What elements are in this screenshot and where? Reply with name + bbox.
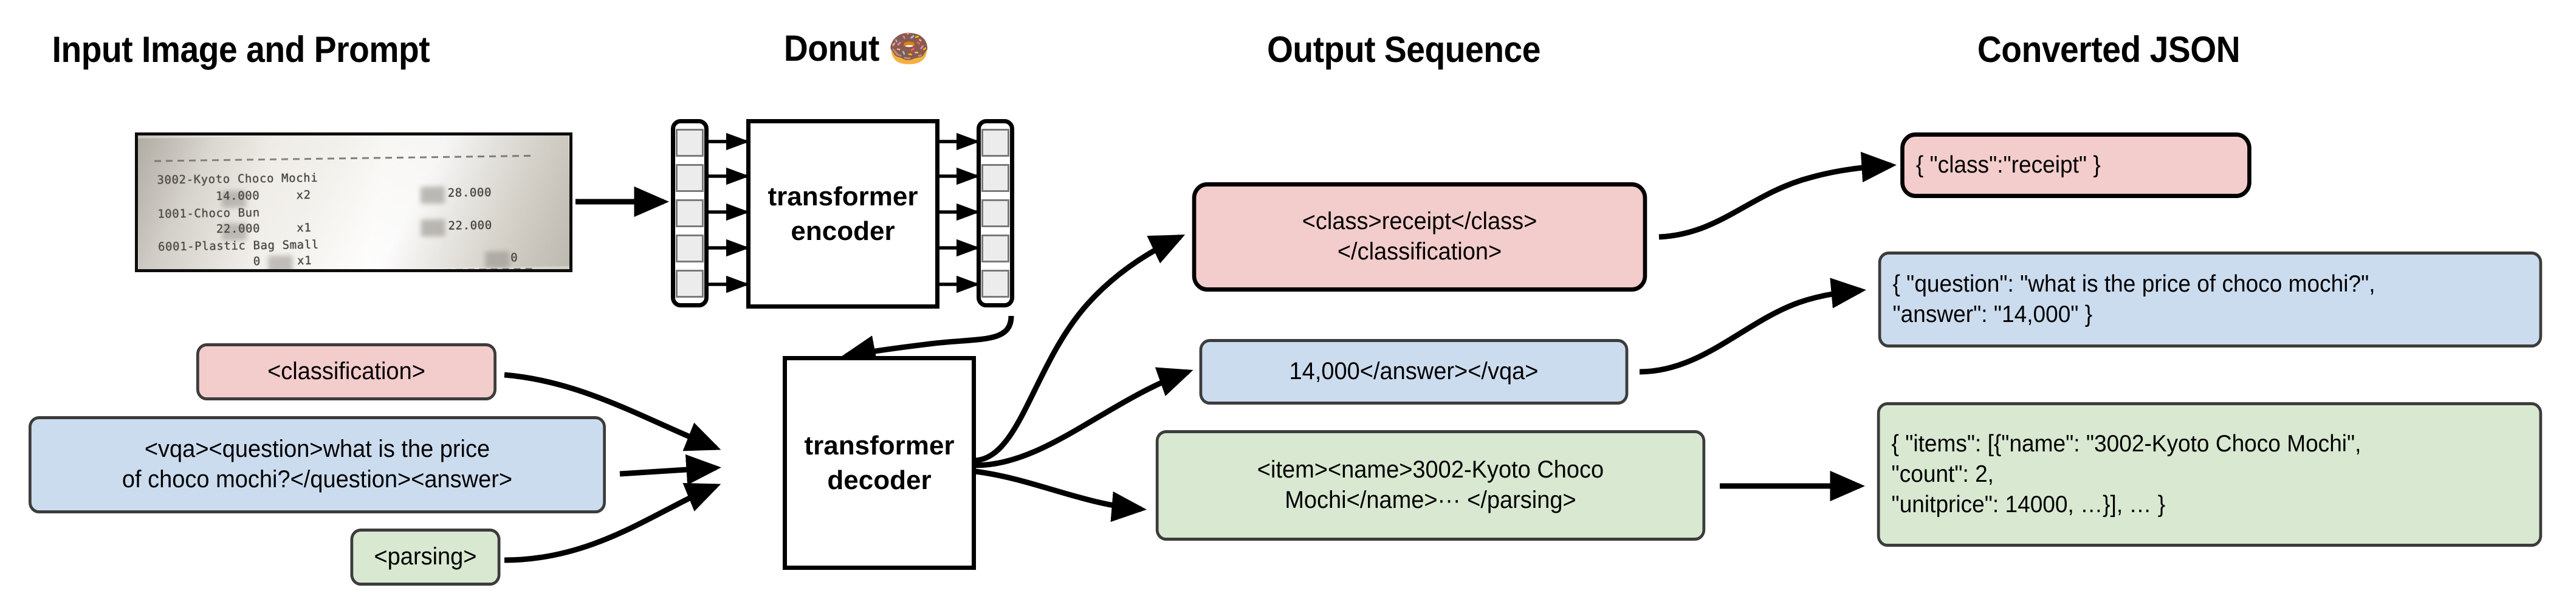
prompt-classification: <classification> [196, 343, 496, 400]
receipt-redaction [485, 251, 510, 269]
arrow-decoder-to-parsing-sequence [975, 468, 1147, 522]
heading-converted-json: Converted JSON [1977, 29, 2241, 70]
receipt-amount: 0 [510, 251, 518, 265]
arrow-encoder-output-to-decoder [840, 315, 1014, 366]
json-parsing: { "items": [{"name": "3002-Kyoto Choco M… [1877, 402, 2543, 547]
prompt-vqa: <vqa><question>what is the price of choc… [29, 416, 606, 513]
token-cell [981, 235, 1009, 262]
prompt-parsing: <parsing> [350, 529, 501, 586]
receipt-line: 14.000 x2 [157, 188, 311, 204]
arrow-vqa-prompt-to-decoder [619, 454, 721, 485]
receipt-line: 6001-Plastic Bag Small [157, 238, 319, 254]
heading-output-sequence: Output Sequence [1266, 29, 1541, 70]
token-cell [676, 270, 704, 298]
token-cell [676, 235, 704, 262]
input-receipt-image: 3002-Kyoto Choco Mochi 14.000 x2 1001-Ch… [135, 132, 572, 272]
token-cell [981, 270, 1009, 298]
arrow-class-sequence-to-json [1658, 151, 1897, 240]
receipt-line: 1001-Choco Bun [157, 206, 260, 221]
transformer-decoder-block: transformer decoder [783, 356, 976, 570]
arrow-decoder-to-answer-sequence [975, 367, 1194, 468]
token-cell [676, 199, 704, 227]
receipt-redaction [421, 219, 445, 237]
json-vqa: { "question": "what is the price of choc… [1878, 252, 2543, 348]
token-cell [676, 164, 704, 192]
receipt-line: 22.000 x1 [157, 221, 312, 237]
output-sequence-parsing: <item><name>3002-Kyoto Choco Mochi</name… [1155, 430, 1706, 541]
token-cell [676, 129, 704, 157]
receipt-dashed-rule-top [154, 154, 531, 162]
token-cell [981, 129, 1009, 157]
output-sequence-answer: 14,000</answer></vqa> [1199, 339, 1629, 405]
arrow-parsing-prompt-to-decoder [504, 483, 721, 563]
receipt-redaction [420, 186, 445, 204]
receipt-line: 0 x1 [158, 253, 312, 270]
receipt-amount: 22.000 [448, 218, 492, 233]
arrow-answer-sequence-to-json [1639, 278, 1866, 375]
token-cell [981, 199, 1009, 227]
heading-input-image-and-prompt: Input Image and Prompt [52, 29, 430, 70]
arrows-tokens-into-encoder [709, 132, 750, 293]
arrow-classification-prompt-to-decoder [504, 372, 721, 451]
arrow-decoder-to-class-sequence [975, 234, 1186, 464]
output-sequence-classification: <class>receipt</class> </classification> [1192, 182, 1647, 292]
encoder-input-token-strip [671, 119, 709, 307]
encoder-output-token-strip [977, 119, 1014, 307]
heading-donut: Donut 🍩 [783, 28, 930, 69]
receipt-amount: 28.000 [447, 185, 492, 200]
transformer-encoder-block: transformer encoder [746, 119, 939, 309]
token-cell [981, 164, 1009, 192]
json-classification: { "class":"receipt" } [1900, 132, 2251, 198]
arrows-encoder-to-output-tokens [939, 132, 980, 293]
receipt-line: 3002-Kyoto Choco Mochi [157, 171, 318, 187]
